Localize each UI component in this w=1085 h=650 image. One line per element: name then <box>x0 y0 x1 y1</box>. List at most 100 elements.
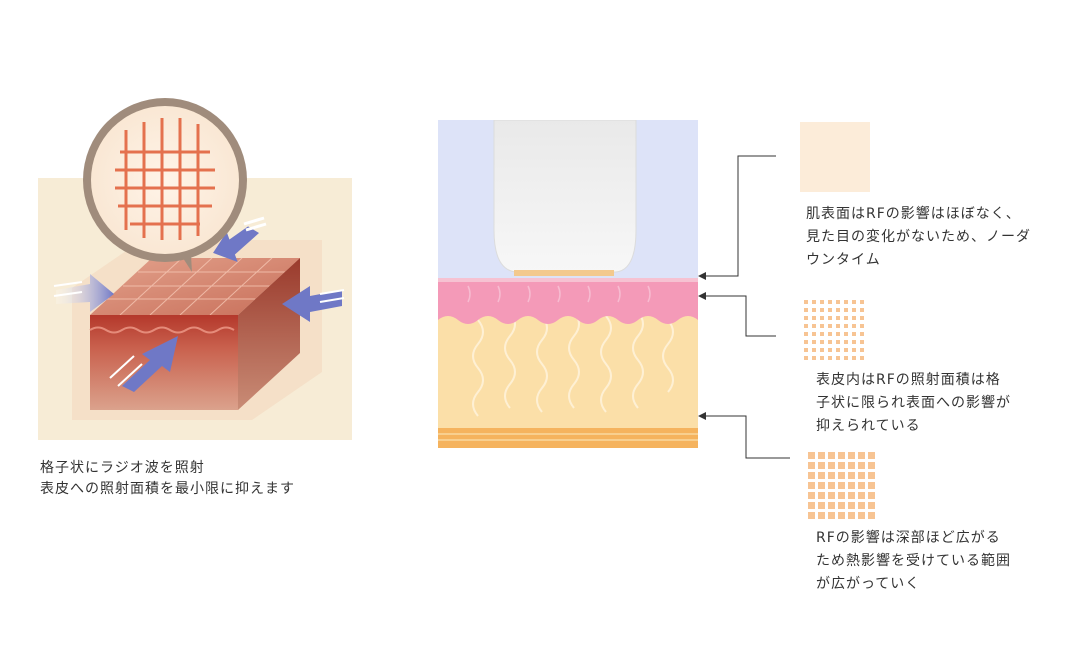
dot <box>858 502 865 509</box>
dot <box>820 316 824 320</box>
annotation-line: が広がっていく <box>816 576 921 592</box>
swatch-dermis <box>808 452 875 519</box>
dot <box>804 348 808 352</box>
dot <box>820 356 824 360</box>
dot <box>852 340 856 344</box>
dot <box>868 472 875 479</box>
connector-line-1 <box>702 155 776 277</box>
dot <box>836 316 840 320</box>
dot <box>812 300 816 304</box>
dot <box>804 332 808 336</box>
dot <box>818 502 825 509</box>
annotation-line: 見た目の変化がないため、ノーダ <box>806 229 1031 245</box>
dot <box>838 492 845 499</box>
arrow-top-right-icon <box>213 216 267 263</box>
rf-device <box>493 119 637 273</box>
dot <box>860 324 864 328</box>
dot <box>868 502 875 509</box>
fat-layer <box>438 428 698 448</box>
magnified-grid <box>115 118 215 240</box>
dot <box>844 324 848 328</box>
dot <box>828 300 832 304</box>
dot <box>828 492 835 499</box>
annotation-line: ため熱影響を受けている範囲 <box>816 553 1011 569</box>
epidermis-layer <box>438 280 698 324</box>
dot <box>868 462 875 469</box>
dot <box>858 472 865 479</box>
dot <box>844 308 848 312</box>
dot <box>838 482 845 489</box>
dot <box>852 324 856 328</box>
dot <box>844 348 848 352</box>
dot <box>836 332 840 336</box>
skin-block-diagram <box>38 98 352 440</box>
dot <box>868 512 875 519</box>
dot <box>808 482 815 489</box>
dot <box>808 492 815 499</box>
dot <box>858 462 865 469</box>
annotation-line: 肌表面はRFの影響はほぼなく、 <box>806 206 1021 222</box>
dot <box>808 512 815 519</box>
dot <box>828 502 835 509</box>
dot <box>828 348 832 352</box>
dot <box>860 348 864 352</box>
dot <box>860 356 864 360</box>
dot <box>836 308 840 312</box>
arrow-left-icon <box>53 274 114 312</box>
dot <box>804 308 808 312</box>
dot <box>838 472 845 479</box>
dot <box>848 492 855 499</box>
dot <box>828 482 835 489</box>
dot <box>838 462 845 469</box>
dot <box>818 472 825 479</box>
arrowhead-icon <box>698 292 706 300</box>
dot <box>812 348 816 352</box>
dot <box>828 332 832 336</box>
arrow-bottom-icon <box>109 336 178 392</box>
dot <box>808 472 815 479</box>
dot <box>858 512 865 519</box>
connector-line-3 <box>702 415 790 459</box>
dot <box>838 512 845 519</box>
dot <box>804 300 808 304</box>
annotation-line: 子状に限られ表面への影響が <box>816 395 1011 411</box>
dot <box>836 324 840 328</box>
dot <box>808 502 815 509</box>
dot <box>828 340 832 344</box>
dot <box>860 332 864 336</box>
caption-line: 格子状にラジオ波を照射 <box>40 460 205 476</box>
dot <box>868 492 875 499</box>
dot <box>858 492 865 499</box>
device-tip <box>514 270 614 276</box>
dot <box>848 462 855 469</box>
connector-line-2 <box>702 295 776 337</box>
dot <box>844 332 848 336</box>
dot <box>812 356 816 360</box>
dot <box>828 356 832 360</box>
dot <box>828 324 832 328</box>
dermis-layer <box>438 310 698 428</box>
dot <box>820 332 824 336</box>
dot <box>848 452 855 459</box>
dot <box>868 482 875 489</box>
annotation-epidermis: 表皮内はRFの照射面積は格 子状に限られ表面への影響が 抑えられている <box>816 369 1011 438</box>
swatch-epidermis <box>804 300 864 360</box>
dot <box>852 332 856 336</box>
magnifier-circle <box>91 106 239 254</box>
annotation-line: ウンタイム <box>806 252 881 268</box>
dot <box>812 324 816 328</box>
skin-side-face <box>238 258 300 410</box>
dot <box>828 308 832 312</box>
annotation-surface: 肌表面はRFの影響はほぼなく、 見た目の変化がないため、ノーダ ウンタイム <box>806 203 1031 272</box>
dot <box>860 308 864 312</box>
dot <box>804 356 808 360</box>
arrow-right-icon <box>282 286 345 322</box>
dot <box>804 324 808 328</box>
dot <box>828 472 835 479</box>
annotation-line: RFの影響は深部ほど広がる <box>816 530 1001 546</box>
dot <box>838 502 845 509</box>
dot <box>812 340 816 344</box>
heat-waves <box>472 311 674 417</box>
dot <box>804 316 808 320</box>
dot <box>844 340 848 344</box>
